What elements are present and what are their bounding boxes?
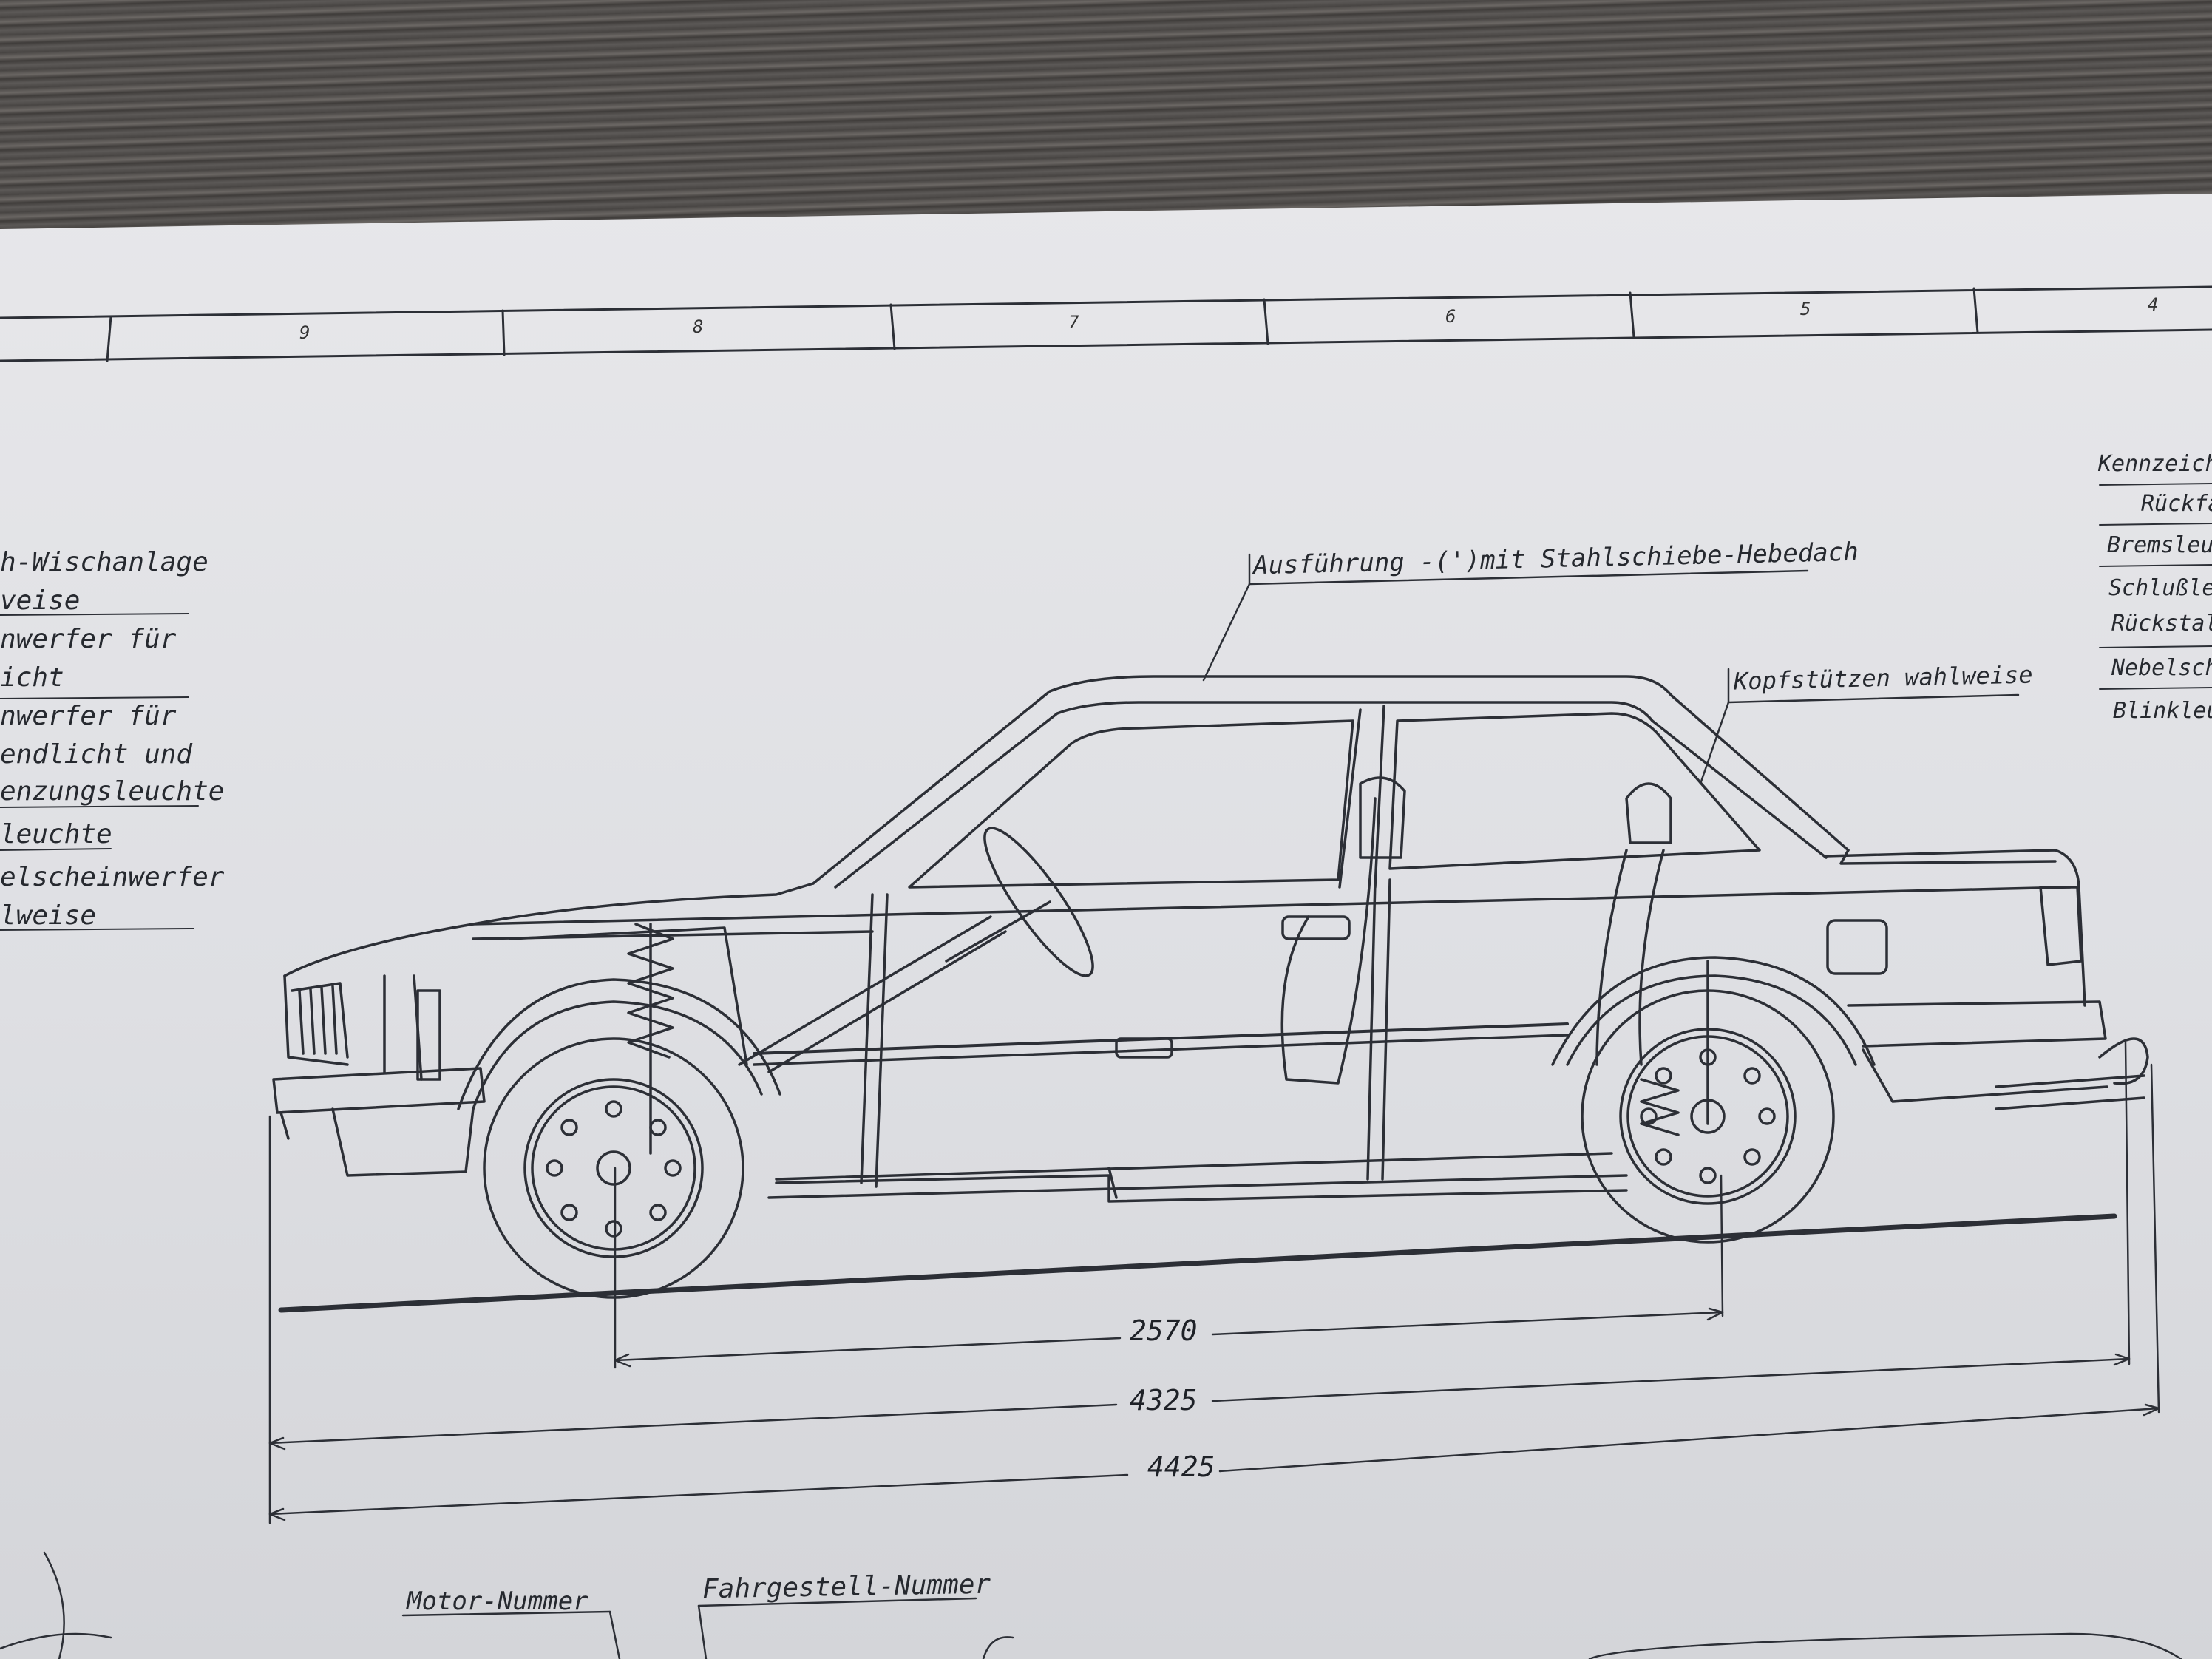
left-label: nwerfer für — [0, 624, 177, 654]
left-label: enzungsleuchte — [0, 776, 225, 807]
grid-number: 7 — [1068, 312, 1079, 333]
right-label: Kennzeich — [2098, 451, 2212, 477]
car-body — [272, 675, 2149, 1203]
right-label: Rückstal — [2111, 611, 2212, 637]
left-label-underlines — [0, 613, 199, 931]
left-label: icht — [0, 662, 64, 693]
left-label: nwerfer für — [0, 701, 177, 731]
motor-number-label: Motor-Nummer — [407, 1587, 588, 1616]
right-label: Blinkleuc — [2113, 698, 2212, 724]
right-label-underlines — [2099, 483, 2212, 690]
length-dimension-b: 4425 — [1147, 1451, 1215, 1483]
left-label: lweise — [0, 900, 97, 931]
grid-number: 5 — [1800, 299, 1811, 319]
grid-border — [0, 285, 2212, 362]
paper-sheet — [0, 194, 2212, 1659]
front-wheel — [457, 923, 781, 1299]
annotation-leaders — [1202, 553, 2020, 785]
left-label: veise — [0, 586, 81, 616]
grid-number: 9 — [299, 322, 311, 343]
wheelbase-dimension: 2570 — [1130, 1314, 1198, 1347]
length-dimension-a: 4325 — [1130, 1384, 1198, 1417]
right-label: Nebelsch — [2111, 655, 2212, 681]
grid-number: 8 — [693, 316, 704, 337]
left-label: h-Wischanlage — [0, 547, 208, 577]
grid-number: 6 — [1445, 306, 1456, 327]
wooden-table-background — [0, 0, 2212, 237]
dimension-lines — [268, 1041, 2160, 1524]
right-label: Schlußleu — [2108, 575, 2212, 601]
left-label: elscheinwerfer — [0, 862, 225, 892]
left-label: endlicht und — [0, 739, 193, 770]
right-label: Bremsleu — [2107, 532, 2212, 558]
right-label: Rückfahrl — [2141, 491, 2212, 517]
chassis-number-label: Fahrgestell-Nummer — [702, 1569, 991, 1605]
left-label: leuchte — [0, 819, 112, 849]
footer-drawings — [0, 1551, 2182, 1659]
ground-line — [278, 1213, 2117, 1313]
rear-wheel — [1551, 956, 1876, 1244]
grid-number: 4 — [2148, 294, 2159, 315]
